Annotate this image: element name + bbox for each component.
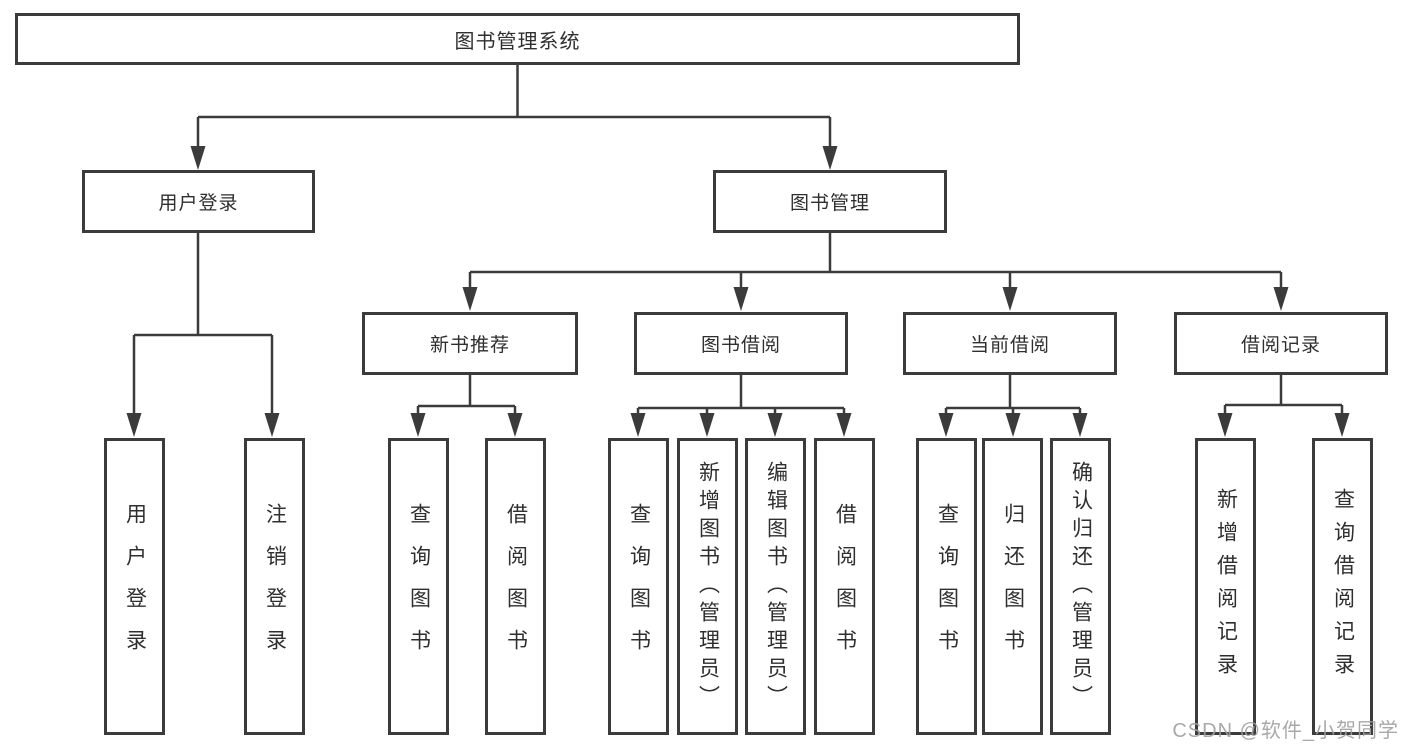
leaf-label: 新增借阅记录 [1214, 487, 1238, 686]
leaf-return-books: 归还图书 [982, 438, 1043, 735]
leaf-label: 归还图书 [1001, 502, 1025, 671]
node-book-borrowing: 图书借阅 [634, 312, 848, 375]
leaf-label: 查询借阅记录 [1331, 487, 1355, 686]
leaf-query-borrow-record: 查询借阅记录 [1312, 438, 1373, 735]
leaf-query-books-borrowing: 查询图书 [608, 438, 669, 735]
leaf-label: 借阅图书 [833, 502, 857, 671]
node-book-management: 图书管理 [713, 170, 947, 233]
leaf-label: 用户登录 [123, 502, 147, 671]
node-borrowing-records: 借阅记录 [1174, 312, 1388, 375]
node-user-login: 用户登录 [82, 170, 315, 233]
csdn-watermark: CSDN @软件_小贺同学 [1172, 720, 1399, 742]
node-new-book-recommend: 新书推荐 [362, 312, 578, 375]
leaf-query-books-current: 查询图书 [916, 438, 977, 735]
leaf-label: 编辑图书（管理员） [764, 460, 788, 713]
leaf-label: 查询图书 [935, 502, 959, 671]
leaf-add-borrow-record: 新增借阅记录 [1195, 438, 1256, 735]
leaf-label: 确认归还（管理员） [1069, 460, 1093, 713]
leaf-label: 查询图书 [627, 502, 651, 671]
leaf-query-books-recommend: 查询图书 [388, 438, 449, 735]
leaf-borrow-books-recommend: 借阅图书 [485, 438, 546, 735]
leaf-confirm-return-admin: 确认归还（管理员） [1050, 438, 1111, 735]
leaf-label: 查询图书 [407, 502, 431, 671]
leaf-user-login: 用户登录 [104, 438, 165, 735]
node-current-borrowing: 当前借阅 [903, 312, 1117, 375]
leaf-borrow-books: 借阅图书 [814, 438, 875, 735]
leaf-label: 借阅图书 [504, 502, 528, 671]
leaf-logout: 注销登录 [244, 438, 305, 735]
node-root-library-system: 图书管理系统 [15, 13, 1020, 65]
leaf-label: 新增图书（管理员） [696, 460, 720, 713]
leaf-add-book-admin: 新增图书（管理员） [677, 438, 738, 735]
leaf-label: 注销登录 [263, 502, 287, 671]
leaf-edit-book-admin: 编辑图书（管理员） [745, 438, 806, 735]
